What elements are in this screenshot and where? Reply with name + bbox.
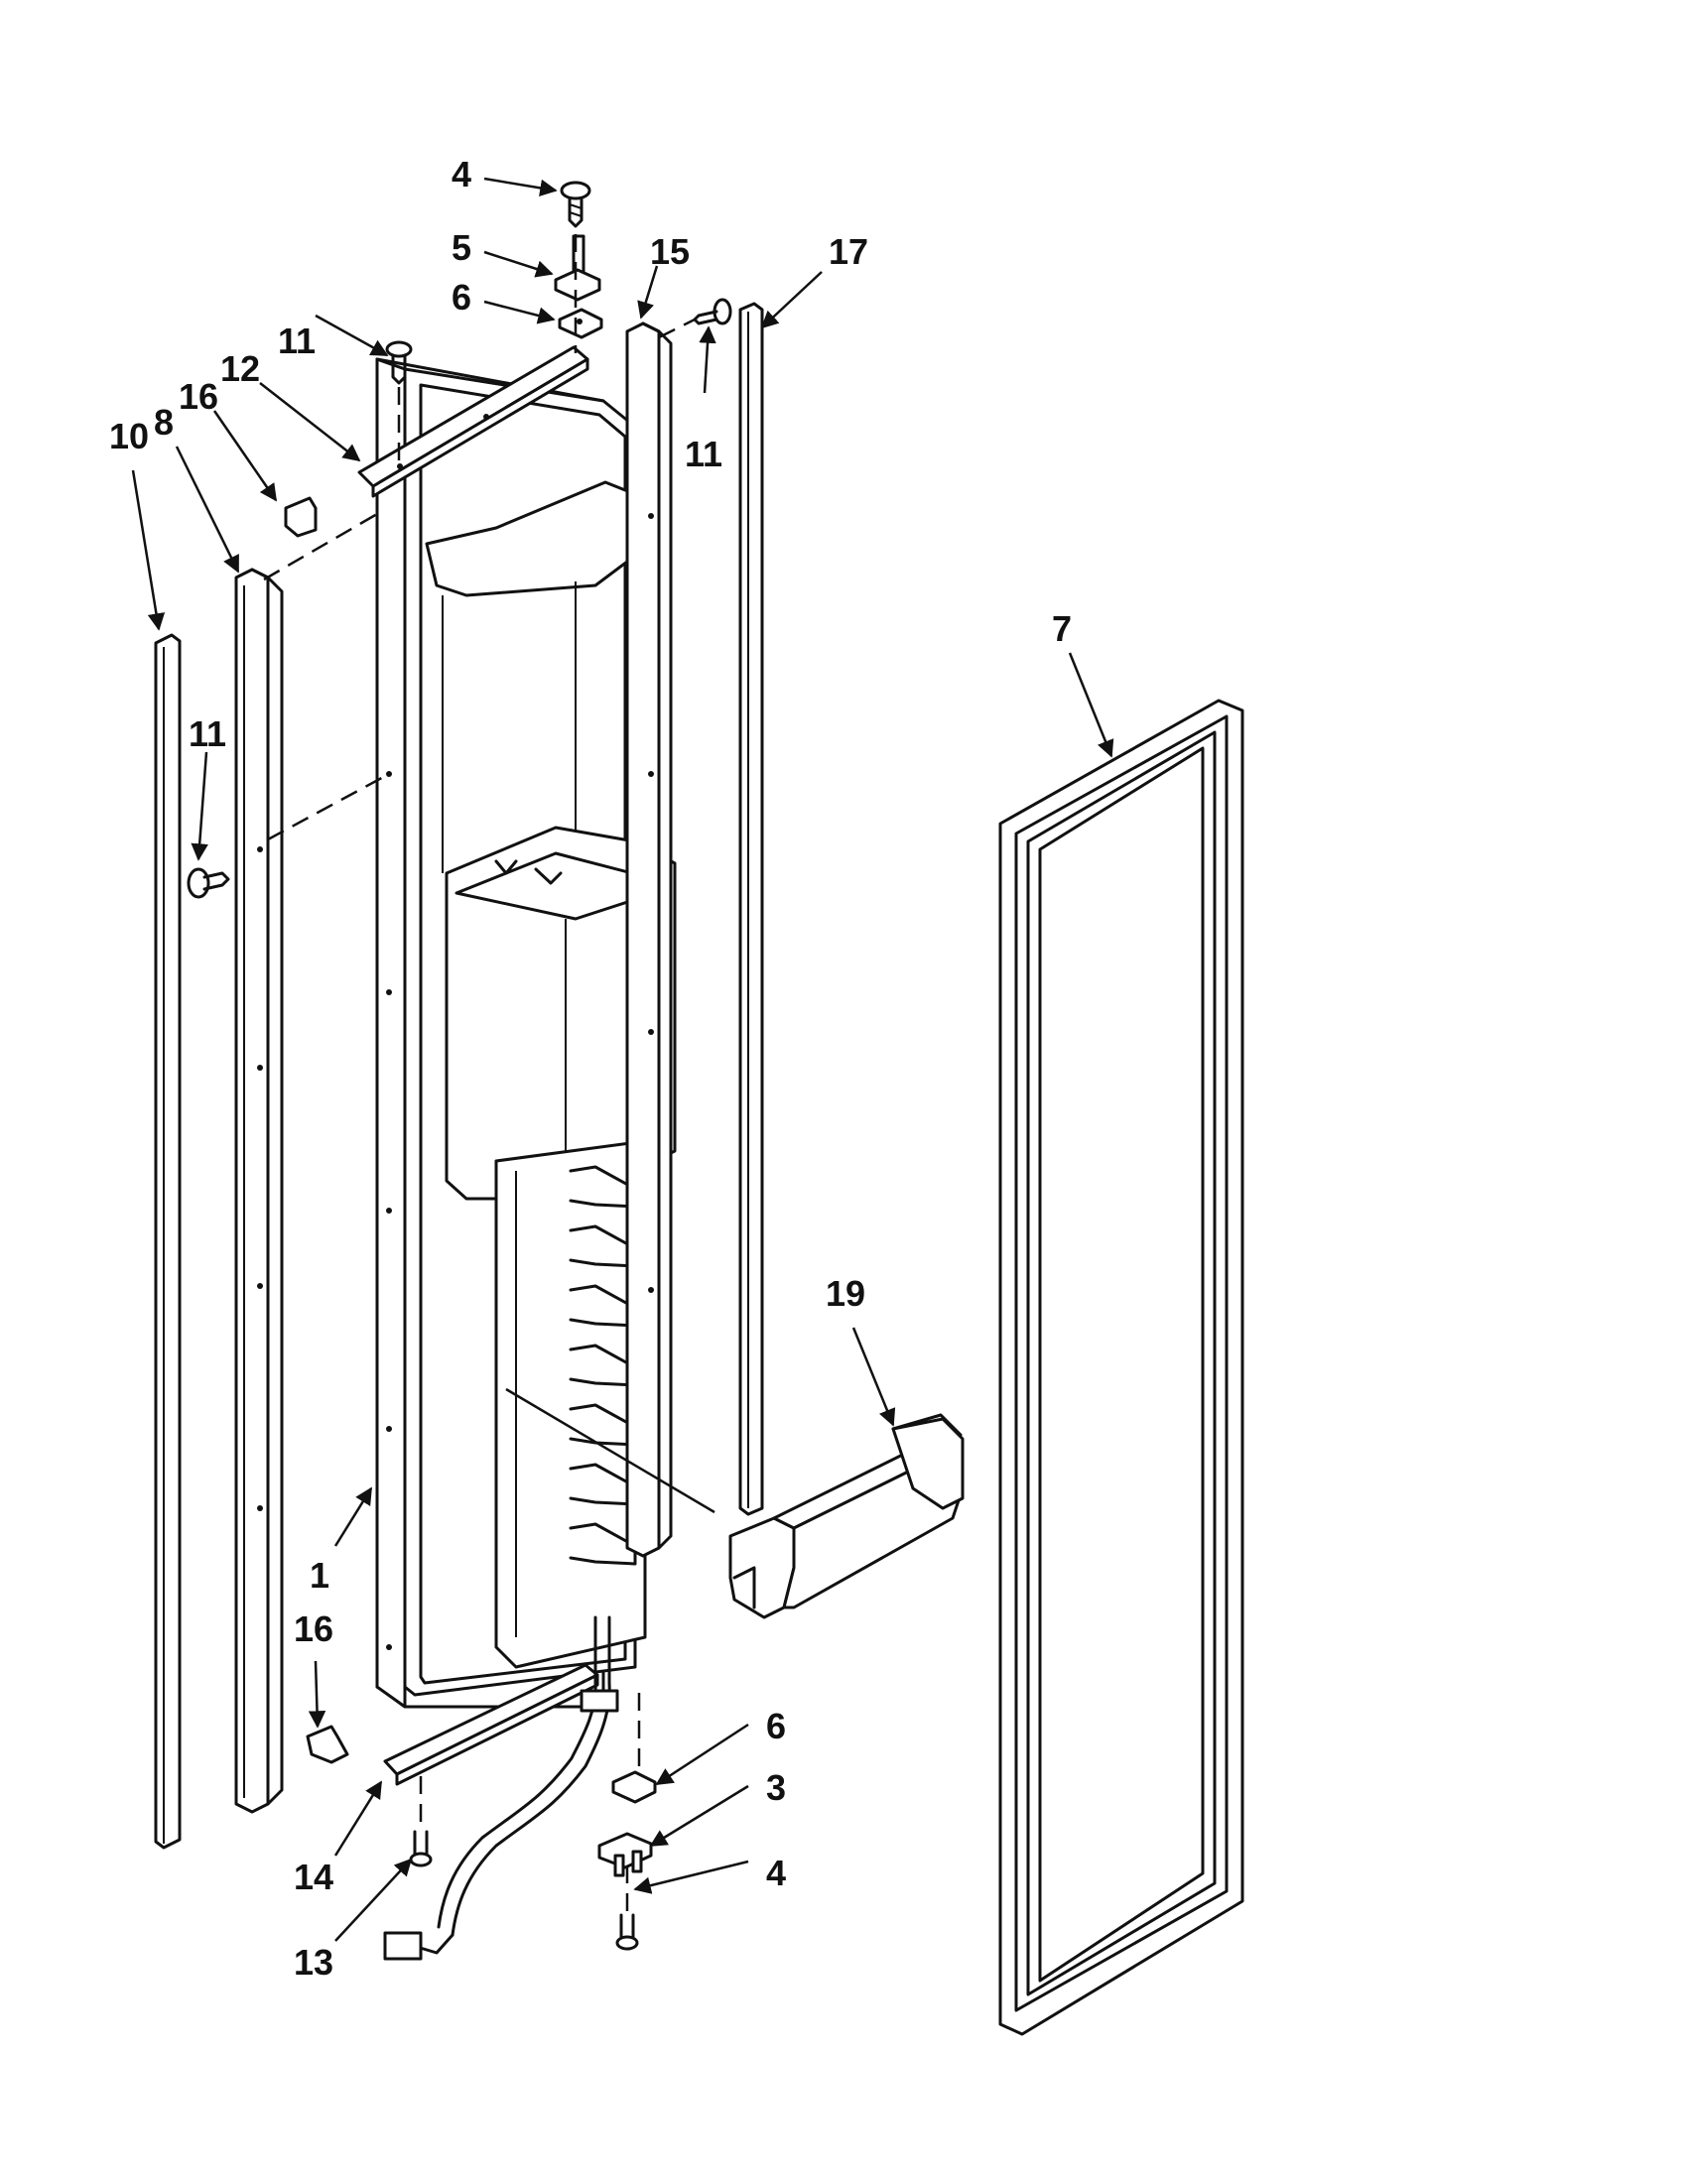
part-1-door-panel xyxy=(375,357,677,1709)
part-16-clip-bottom xyxy=(306,1725,349,1764)
part-3-bottom-hinge xyxy=(597,1832,653,1877)
callout-leaders xyxy=(131,177,1114,1942)
part-11-screw-left xyxy=(187,867,230,899)
part-16-clip-top xyxy=(284,496,318,538)
callout-19: 19 xyxy=(826,1273,865,1314)
callout-6-top: 6 xyxy=(452,277,471,318)
callout-11-upper-left: 11 xyxy=(278,321,316,361)
part-6-bottom-shim xyxy=(611,1770,657,1804)
callout-13: 13 xyxy=(294,1942,333,1983)
part-12-top-bracket xyxy=(357,345,589,498)
part-17-trim-strip xyxy=(738,302,764,1516)
assembly-dashed-lines xyxy=(263,234,715,1913)
callout-4-top: 4 xyxy=(452,154,471,194)
callout-16-top: 16 xyxy=(179,376,218,417)
callout-1: 1 xyxy=(310,1555,329,1596)
part-19-door-bin xyxy=(728,1413,965,1619)
part-4-bottom-screw xyxy=(615,1913,639,1951)
callout-4-bottom: 4 xyxy=(766,1853,786,1893)
callout-16-bottom: 16 xyxy=(294,1608,333,1649)
callout-14: 14 xyxy=(294,1857,333,1897)
callout-3: 3 xyxy=(766,1767,786,1808)
part-6-top-shim xyxy=(558,308,603,339)
wiring-harness xyxy=(383,1615,619,1961)
part-7-door-gasket xyxy=(998,699,1244,2036)
part-8-side-channel xyxy=(234,568,284,1814)
callout-17: 17 xyxy=(829,231,868,272)
callout-8: 8 xyxy=(154,402,174,443)
part-14-bottom-bracket xyxy=(383,1663,599,1786)
callout-6-bottom: 6 xyxy=(766,1706,786,1746)
callout-labels: 4 5 6 15 17 11 12 16 8 10 11 11 7 19 1 1… xyxy=(109,154,1072,1983)
part-4-top-screw xyxy=(560,181,591,228)
callout-15: 15 xyxy=(650,231,690,272)
callout-11-right: 11 xyxy=(685,434,722,474)
part-13-screw xyxy=(409,1830,433,1867)
part-11-screw-right xyxy=(693,298,732,325)
callout-10: 10 xyxy=(109,416,149,456)
callout-7: 7 xyxy=(1052,608,1072,649)
part-5-hinge-pin xyxy=(554,234,601,302)
callout-11-mid-left: 11 xyxy=(189,713,226,754)
part-15-hinge-channel xyxy=(625,321,673,1558)
callout-5: 5 xyxy=(452,227,471,268)
callout-12: 12 xyxy=(220,348,260,389)
part-10-trim-strip xyxy=(154,633,182,1850)
